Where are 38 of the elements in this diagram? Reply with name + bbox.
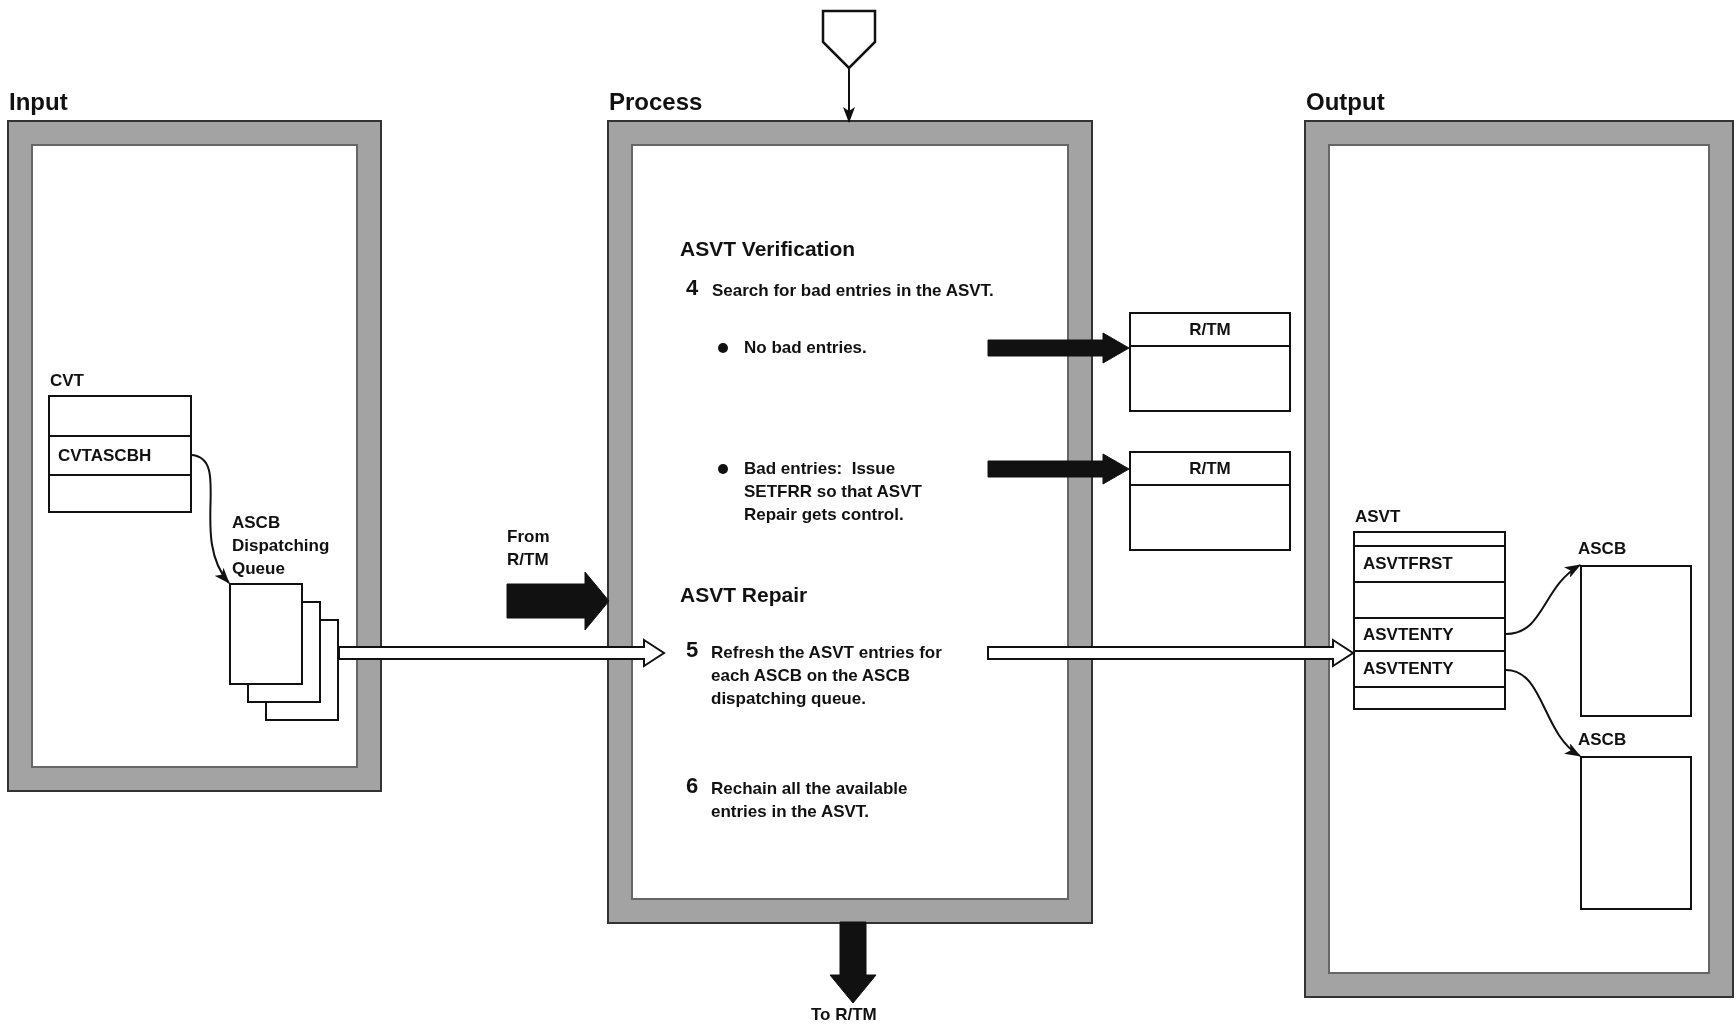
step-text: Rechain all the available entries in the ASVT. — [711, 778, 909, 823]
connector-label: From R/TM — [507, 526, 551, 571]
table-label: CVT — [50, 370, 84, 392]
block-arrow — [987, 453, 1130, 485]
panel-heading: Output — [1306, 88, 1385, 116]
step-number: 5 — [686, 638, 699, 661]
arrow — [843, 68, 855, 123]
section-heading: ASVT Repair — [680, 583, 809, 606]
block-arrow — [987, 332, 1130, 364]
table-field: ASVTFRST — [1353, 545, 1506, 583]
step-text: Search for bad entries in the ASVT. — [712, 280, 995, 302]
hollow-arrow — [987, 638, 1355, 668]
block-arrow — [829, 921, 877, 1004]
pointer-arrow — [1505, 669, 1581, 757]
step-text: No bad entries. — [744, 337, 868, 359]
block-arrow — [506, 571, 610, 631]
connector-label: To R/TM — [811, 1004, 878, 1026]
record-title: R/TM — [1131, 314, 1289, 347]
table-label: ASVT — [1355, 506, 1401, 528]
record-box — [1129, 451, 1291, 551]
pointer-arrow — [191, 454, 230, 584]
queue-label: ASCB Dispatching Queue — [232, 512, 331, 580]
table-field: CVTASCBH — [48, 435, 192, 476]
panel-heading: Input — [9, 88, 68, 116]
block-label: ASCB — [1578, 538, 1627, 560]
step-number: 4 — [686, 276, 700, 299]
record-box — [1129, 312, 1291, 412]
step-number: 6 — [686, 774, 700, 797]
record-title: R/TM — [1131, 453, 1289, 486]
table-field: ASVTENTY — [1353, 617, 1506, 652]
section-heading: ASVT Verification — [680, 237, 857, 260]
hollow-arrow — [338, 638, 666, 668]
panel-heading: Process — [609, 88, 703, 116]
block-label: ASCB — [1578, 729, 1627, 751]
table-field: ASVTENTY — [1353, 650, 1506, 688]
step-text: Refresh the ASVT entries for each ASCB on the ASCB dispatching queue. — [711, 642, 943, 710]
pointer-arrow — [1505, 564, 1581, 635]
step-text: Bad entries: Issue SETFRR so that ASVT Repair gets control. — [744, 458, 923, 526]
